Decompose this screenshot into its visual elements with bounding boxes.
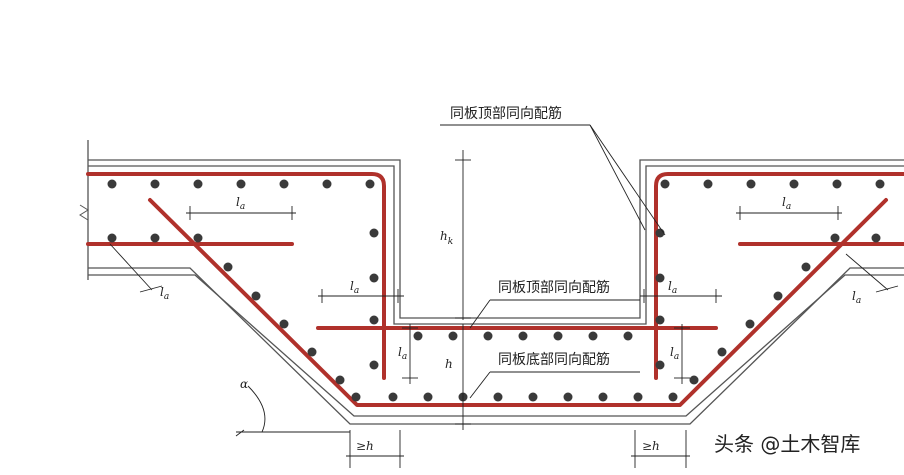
watermark: 头条 @土木智库: [714, 432, 860, 456]
dim-ge-h-right: ≥h: [642, 439, 660, 453]
dim-la-right-vert: la: [670, 345, 679, 362]
concrete-outline: [87, 140, 904, 425]
dim-ge-h-left: ≥h: [356, 439, 374, 453]
dim-la-right-mid: la: [668, 279, 677, 296]
rebar-dots: [107, 179, 885, 402]
dimension-lines: [109, 124, 899, 468]
dim-la-left-vert: la: [398, 345, 407, 362]
outer-top-edge: [88, 159, 904, 319]
dim-la-left-mid: la: [350, 279, 359, 296]
dim-la-left-upper: la: [236, 195, 245, 212]
dim-la-right-diag: la: [852, 289, 861, 306]
top-bar-right: [654, 172, 904, 380]
inner-top-edge: [88, 165, 904, 325]
top-bar-left: [86, 172, 386, 380]
dim-alpha: α: [240, 377, 248, 391]
label-top-callout: 同板顶部同向配筋: [450, 105, 562, 122]
label-mid-top: 同板顶部同向配筋: [498, 279, 610, 296]
label-mid-bottom: 同板底部同向配筋: [498, 351, 610, 368]
diagonal-bottom-bar: [148, 198, 888, 407]
inner-bottom-edge: [88, 274, 904, 417]
dim-la-right-upper: la: [782, 195, 791, 212]
dim-hk: hk: [440, 229, 453, 247]
outer-bottom-edge: [88, 267, 904, 425]
dim-h: h: [445, 357, 453, 371]
break-mark: [79, 204, 89, 221]
rebars: [86, 172, 904, 407]
dim-la-left-diag: la: [160, 285, 169, 302]
